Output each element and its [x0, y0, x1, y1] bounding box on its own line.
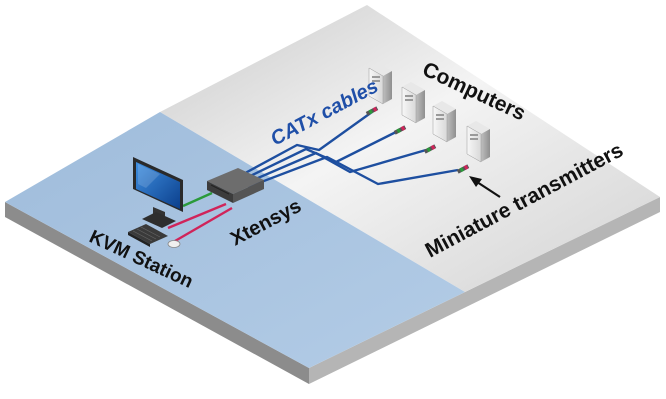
- kvm-switch-icon: [207, 168, 264, 203]
- transmitter-dongle-icon: [423, 144, 437, 154]
- arrow-icon: [469, 176, 501, 198]
- transmitter-4: [456, 164, 470, 174]
- computer-4: [466, 121, 490, 163]
- transmitter-dongle-icon: [393, 125, 407, 135]
- computer-2: [401, 82, 425, 124]
- tower-pc-icon: [368, 63, 392, 105]
- cable-3: [243, 148, 427, 186]
- tower-pc-icon: [401, 82, 425, 124]
- transmitter-2: [393, 125, 407, 135]
- cable-1: [235, 111, 373, 180]
- video-link: [182, 191, 213, 208]
- catx-cables: [235, 111, 459, 189]
- transmitter-3: [423, 144, 437, 154]
- tower-pc-icon: [432, 101, 456, 143]
- mouse-link: [174, 206, 233, 243]
- transmitter-dongle-icon: [456, 164, 470, 174]
- transmitter-dongle-icon: [365, 106, 379, 116]
- mouse-icon: [167, 240, 181, 248]
- computer-1: [368, 63, 392, 105]
- keyboard-link: [167, 202, 227, 230]
- computer-3: [432, 101, 456, 143]
- keyboard-icon: [128, 224, 168, 247]
- blue-zone: [5, 112, 465, 368]
- tower-pc-icon: [466, 121, 490, 163]
- platform-right-edge: [309, 197, 660, 384]
- grey-zone: [160, 5, 660, 292]
- monitor-icon: [133, 157, 183, 228]
- platform-left-edge: [5, 202, 309, 384]
- transmitter-1: [365, 106, 379, 116]
- cable-4: [247, 155, 459, 189]
